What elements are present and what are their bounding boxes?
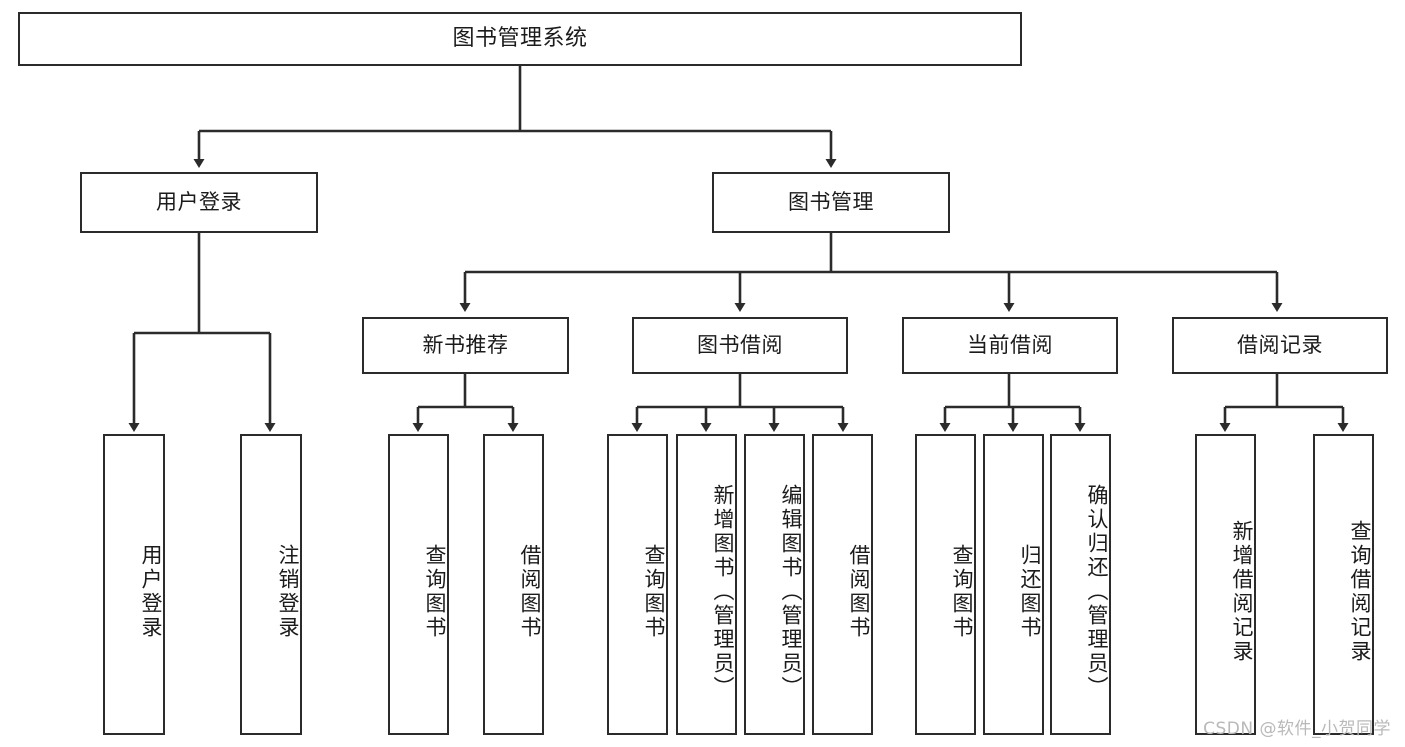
leaf-edit-book-admin[interactable]: 编辑图书（管理员） <box>744 434 805 735</box>
leaf-add-borrow-record[interactable]: 新增借阅记录 <box>1195 434 1256 735</box>
leaf-user-login[interactable]: 用户登录 <box>103 434 165 735</box>
leaf-logout[interactable]: 注销登录 <box>240 434 302 735</box>
node-current-borrow[interactable]: 当前借阅 <box>902 317 1118 374</box>
node-borrow-records[interactable]: 借阅记录 <box>1172 317 1388 374</box>
leaf-query-book-recommend[interactable]: 查询图书 <box>388 434 449 735</box>
leaf-add-book-admin[interactable]: 新增图书（管理员） <box>676 434 737 735</box>
leaf-query-book-borrow[interactable]: 查询图书 <box>607 434 668 735</box>
node-user-login[interactable]: 用户登录 <box>80 172 318 233</box>
node-root-system[interactable]: 图书管理系统 <box>18 12 1022 66</box>
leaf-confirm-return-admin[interactable]: 确认归还（管理员） <box>1050 434 1111 735</box>
leaf-borrow-book[interactable]: 借阅图书 <box>812 434 873 735</box>
node-new-book-recommend[interactable]: 新书推荐 <box>362 317 569 374</box>
leaf-query-book-current[interactable]: 查询图书 <box>915 434 976 735</box>
node-book-borrow[interactable]: 图书借阅 <box>632 317 848 374</box>
leaf-query-borrow-record[interactable]: 查询借阅记录 <box>1313 434 1374 735</box>
leaf-return-book[interactable]: 归还图书 <box>983 434 1044 735</box>
leaf-borrow-book-recommend[interactable]: 借阅图书 <box>483 434 544 735</box>
node-book-management[interactable]: 图书管理 <box>712 172 950 233</box>
